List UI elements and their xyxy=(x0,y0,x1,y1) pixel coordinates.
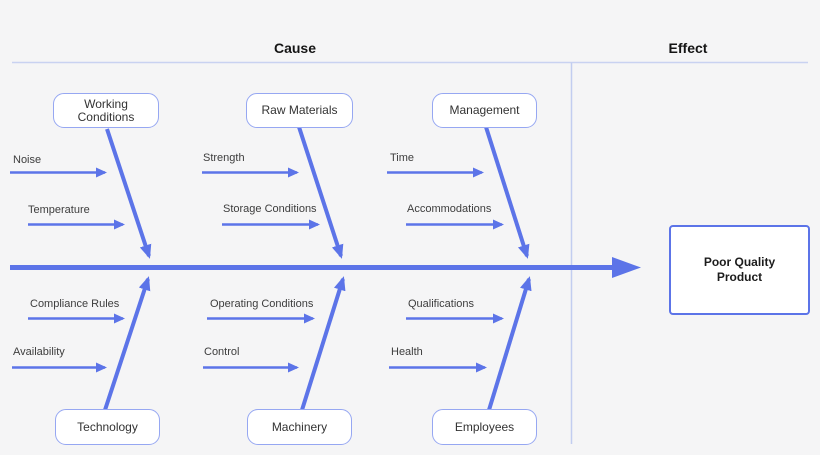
cause-label-temperature: Temperature xyxy=(28,204,90,216)
category-arrow-raw-materials xyxy=(297,126,344,259)
cause-label-storage-conditions: Storage Conditions xyxy=(223,203,317,215)
category-box-raw-materials[interactable]: Raw Materials xyxy=(246,93,353,128)
cause-section-header: Cause xyxy=(273,40,317,56)
category-arrow-technology xyxy=(103,276,151,411)
category-arrow-employees xyxy=(487,276,532,411)
category-arrow-machinery xyxy=(300,276,346,411)
cause-label-qualifications: Qualifications xyxy=(408,298,475,310)
effect-section-header: Effect xyxy=(668,40,708,56)
cause-label-compliance-rules: Compliance Rules xyxy=(30,298,120,310)
cause-label-operating-conditions: Operating Conditions xyxy=(210,298,314,310)
category-box-technology[interactable]: Technology xyxy=(55,409,160,445)
cause-label-health: Health xyxy=(391,346,423,358)
spine-arrowhead-icon xyxy=(612,257,641,278)
cause-label-accommodations: Accommodations xyxy=(407,203,492,215)
effect-box[interactable]: Poor Quality Product xyxy=(669,225,810,315)
category-box-management[interactable]: Management xyxy=(432,93,537,128)
category-box-machinery[interactable]: Machinery xyxy=(247,409,352,445)
category-box-working-conditions[interactable]: Working Conditions xyxy=(53,93,159,128)
category-arrow-working-conditions xyxy=(105,128,152,259)
cause-label-strength: Strength xyxy=(203,152,245,164)
cause-label-time: Time xyxy=(390,152,415,164)
cause-label-availability: Availability xyxy=(13,346,65,358)
category-box-employees[interactable]: Employees xyxy=(432,409,537,445)
cause-label-control: Control xyxy=(204,346,240,358)
category-arrow-management xyxy=(484,126,530,259)
cause-label-noise: Noise xyxy=(13,154,42,166)
